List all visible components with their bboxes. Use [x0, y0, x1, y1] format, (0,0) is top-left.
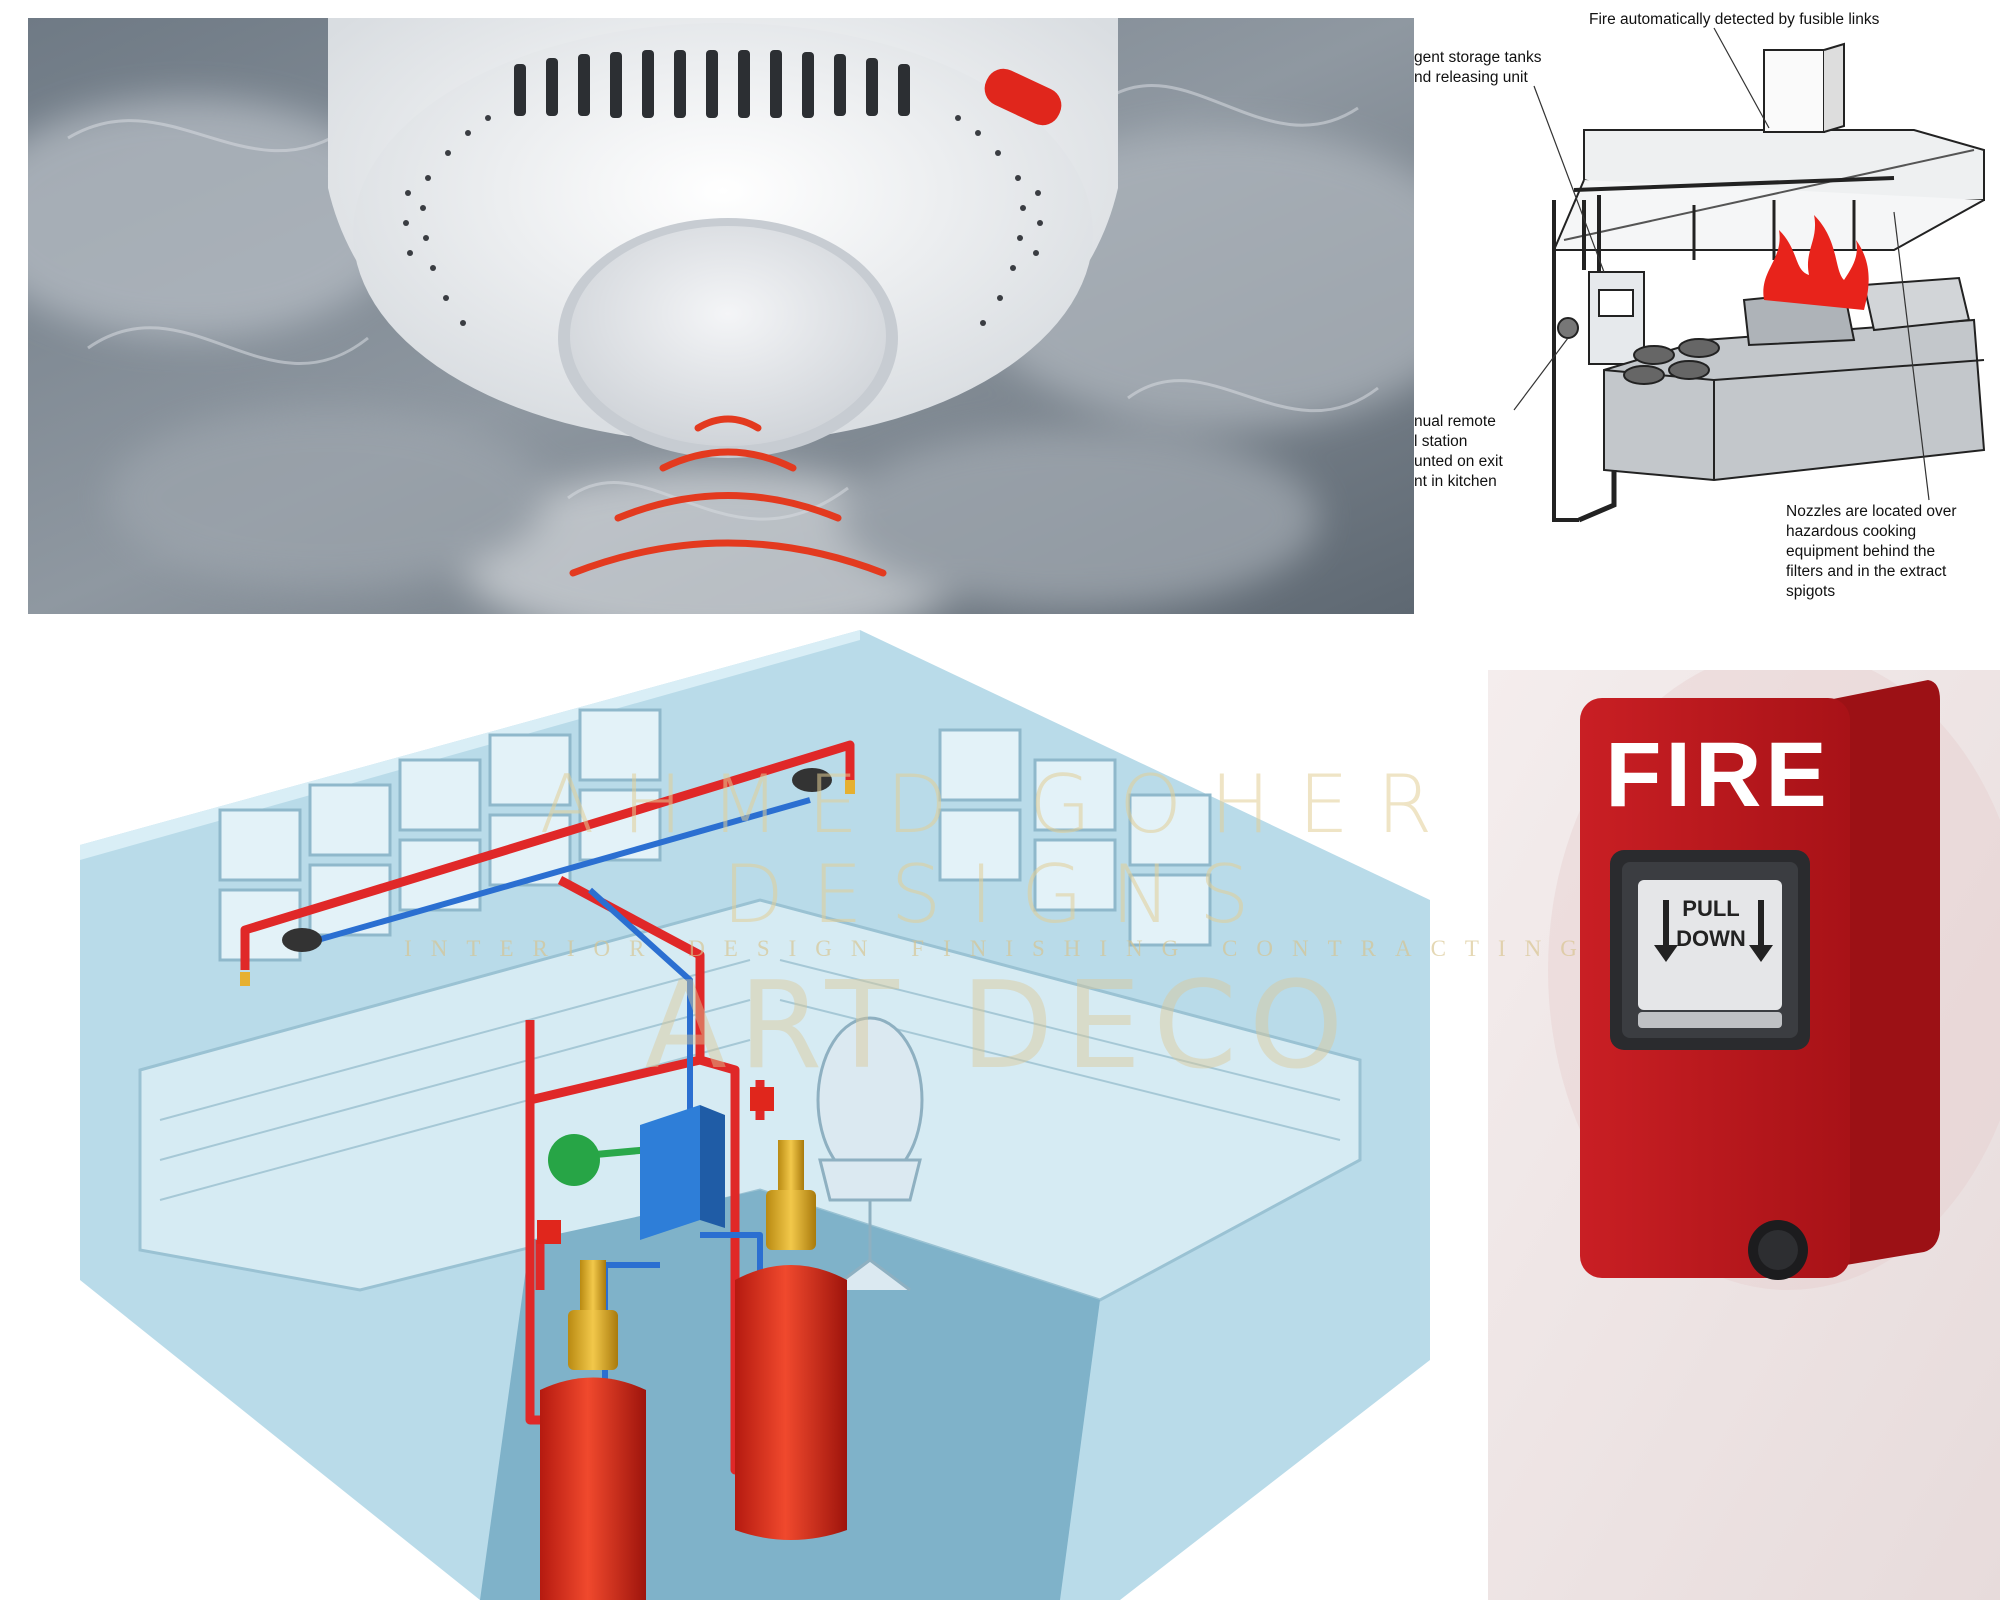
pull-handle[interactable] [1638, 1012, 1782, 1028]
fire-label: FIRE [1605, 724, 1831, 826]
down-label: DOWN [1676, 926, 1746, 951]
label-nozzles: Nozzles are located over hazardous cooki… [1786, 503, 1957, 600]
label-storage-tanks: gent storage tanks nd releasing unit [1414, 49, 1542, 86]
pull-label: PULL [1682, 896, 1740, 921]
kitchen-suppression-diagram: Fire automatically detected by fusible l… [1414, 0, 2000, 620]
control-room-suppression-illustration [60, 600, 1490, 1600]
label-remote-station: nual remote l station unted on exit nt i… [1414, 413, 1503, 490]
smoke-detector-photo [28, 18, 1414, 614]
label-fusible-links: Fire automatically detected by fusible l… [1589, 11, 1880, 28]
manual-pull-station-photo: FIRE PULL DOWN [1488, 670, 2000, 1600]
